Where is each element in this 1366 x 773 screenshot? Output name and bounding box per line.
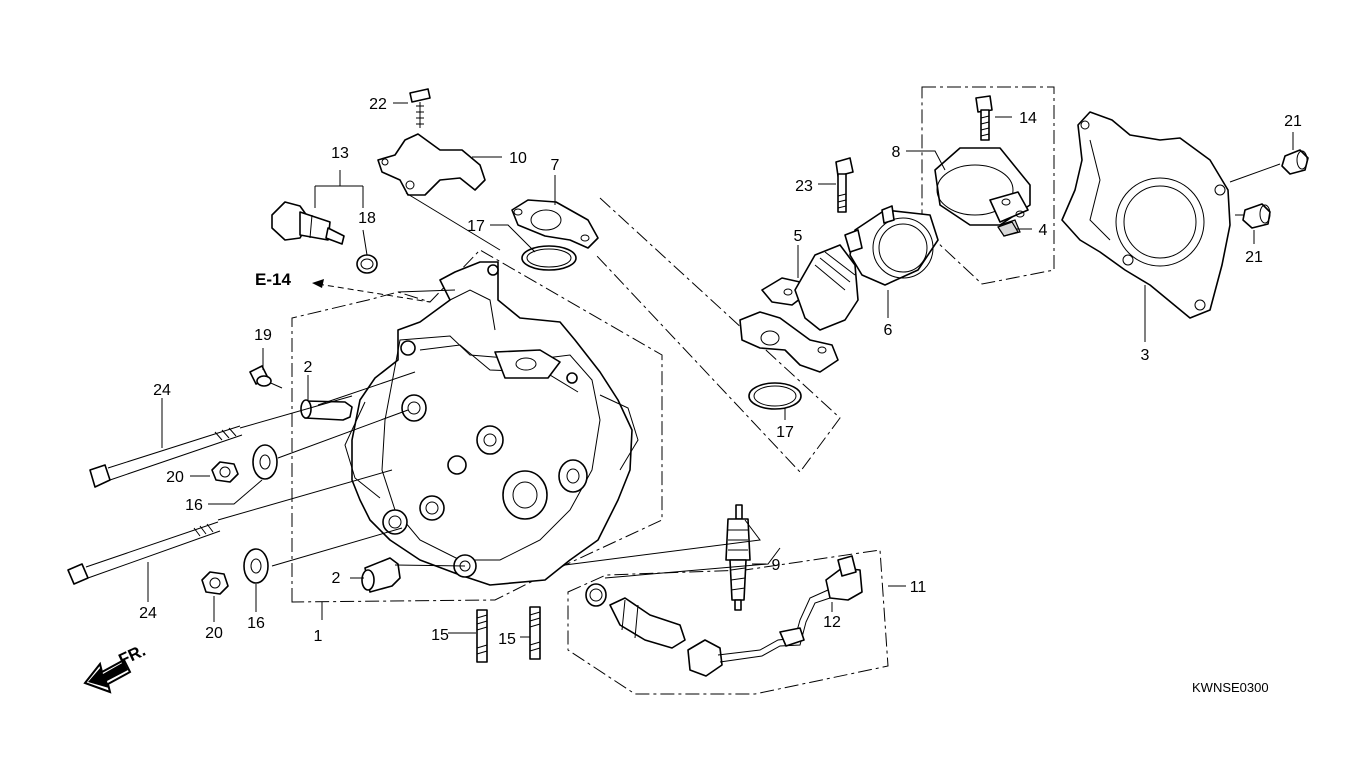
callout-16-upper: 16: [185, 497, 203, 514]
group-outline-throttle-bracket: [921, 86, 1055, 285]
callout-18: 18: [358, 210, 376, 227]
callout-17-lower: 17: [776, 424, 794, 441]
stud-bolt-upper: [89, 425, 243, 488]
throttle-insulator: [844, 205, 939, 286]
callout-2-upper: 2: [304, 359, 313, 376]
intake-pipe: [739, 244, 859, 373]
callout-17-upper: 17: [467, 218, 485, 235]
temperature-sensor: [271, 201, 345, 245]
callout-24-upper: 24: [153, 382, 171, 399]
washer-upper: [252, 444, 278, 480]
callout-10: 10: [509, 150, 527, 167]
bolt-23: [835, 157, 854, 213]
callout-1: 1: [314, 628, 323, 645]
front-direction-arrow: FR.: [83, 641, 149, 694]
callout-11: 11: [910, 579, 927, 596]
o-ring-17-lower: [748, 382, 802, 410]
stud-15-right: [529, 606, 541, 660]
cylinder-head: [344, 261, 639, 586]
dowel-collar-upper: [1281, 149, 1309, 175]
diagram-reference-code: KWNSE0300: [1192, 680, 1269, 695]
callout-20-upper: 20: [166, 469, 184, 486]
dowel-pin-lower: [361, 557, 401, 593]
callout-13: 13: [331, 145, 349, 162]
callout-16-lower: 16: [247, 615, 265, 632]
callout-15-left: 15: [431, 627, 449, 644]
reference-label: E-14: [255, 270, 291, 289]
callout-15-right: 15: [498, 631, 516, 648]
reference-arrow: [312, 279, 431, 303]
leader-lines: [147, 102, 1294, 638]
callout-6: 6: [884, 322, 893, 339]
oxygen-sensor: [585, 555, 863, 677]
nut-4: [997, 221, 1019, 237]
band-bracket: [934, 147, 1031, 237]
group-outline-intake: [595, 197, 841, 473]
callout-4: 4: [1039, 222, 1048, 239]
bolt-19: [249, 365, 283, 389]
washer-lower: [243, 548, 269, 584]
callout-14: 14: [1019, 110, 1037, 127]
callout-labels: 1 2 2 3 4 5 6 7 8 9 10 11 12 13 14 15 15…: [139, 96, 1302, 648]
callout-3: 3: [1141, 347, 1150, 364]
o-ring-18: [356, 254, 378, 274]
nut-lower: [201, 571, 229, 595]
dowel-collar-lower: [1242, 203, 1271, 229]
callout-24-lower: 24: [139, 605, 157, 622]
callout-20-lower: 20: [205, 625, 223, 642]
group-outline-sensor: [567, 549, 889, 695]
nut-upper: [211, 461, 239, 483]
callout-22: 22: [369, 96, 387, 113]
o-ring-17-upper: [521, 245, 577, 271]
callout-7: 7: [551, 157, 560, 174]
stud-bolt-lower: [67, 521, 221, 585]
bolt-22: [409, 88, 431, 128]
hose-clip: [377, 133, 486, 196]
bolt-14: [975, 95, 993, 141]
callout-9: 9: [772, 557, 781, 574]
head-gasket: [1061, 111, 1231, 319]
callout-21-lower: 21: [1245, 249, 1263, 266]
callout-19: 19: [254, 327, 272, 344]
callout-21-upper: 21: [1284, 113, 1302, 130]
callout-5: 5: [794, 228, 803, 245]
callout-12: 12: [823, 614, 841, 631]
insulator-flange: [511, 199, 599, 249]
callout-23: 23: [795, 178, 813, 195]
callout-8: 8: [892, 144, 901, 161]
callout-2-lower: 2: [332, 570, 341, 587]
stud-15-left: [476, 609, 488, 663]
spark-plug: [725, 504, 751, 611]
